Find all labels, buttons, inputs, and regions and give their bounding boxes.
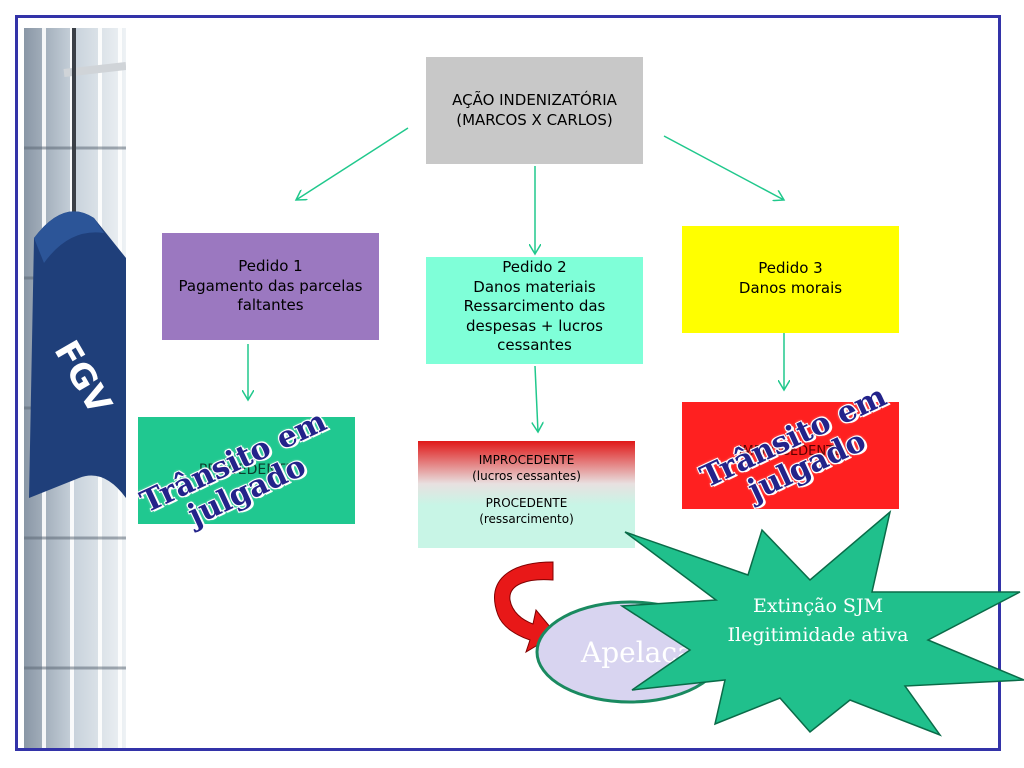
pedido2-box: Pedido 2 Danos materiais Ressarcimento d… [426,257,643,364]
pedido1-line2: Pagamento das parcelas [178,276,363,295]
pedido3-line2: Danos morais [738,278,843,297]
burst-line2: Ilegitimidade ativa [728,624,909,646]
pedido2-line4: despesas + lucros [466,316,603,335]
arrow-root-to-pedido1 [296,127,409,200]
root-action-box: AÇÃO INDENIZATÓRIA (MARCOS X CARLOS) [426,57,643,164]
result1-text: PROCEDENTE [198,462,295,479]
pedido2-line5: cessantes [497,336,572,354]
result2-procedente-detail: (ressarcimento) [479,511,574,526]
pedido3-title: Pedido 3 [758,259,823,277]
result3-box: IMPROCEDENTE [682,402,899,509]
arrow-pedido2-to-result2 [535,365,538,432]
result2-procedente: PROCEDENTE [485,496,568,511]
slide-frame [15,15,1001,751]
pedido2-line3: Ressarcimento das [463,297,606,315]
pedido1-box: Pedido 1 Pagamento das parcelas faltante… [162,233,379,340]
result2-box: IMPROCEDENTE (lucros cessantes) PROCEDEN… [418,441,635,548]
arrow-root-to-pedido3 [663,135,784,200]
result2-improcedente: IMPROCEDENTE [478,453,575,467]
result1-box: PROCEDENTE [138,417,355,524]
pedido3-box: Pedido 3 Danos morais [682,226,899,333]
pedido2-title: Pedido 2 [502,258,567,276]
root-line2: (MARCOS X CARLOS) [456,110,613,129]
result2-improcedente-detail: (lucros cessantes) [472,468,581,483]
building-flag-photo: FGV [24,28,126,748]
pedido2-line2: Danos materiais [473,277,596,296]
root-line1: AÇÃO INDENIZATÓRIA [452,91,617,109]
curved-red-arrow [494,561,557,654]
pedido1-title: Pedido 1 [238,257,303,275]
pedido1-line3: faltantes [237,296,304,314]
explosion-burst [619,509,1024,737]
burst-line1: Extinção SJM [753,595,883,617]
result3-text: IMPROCEDENTE [738,444,843,460]
